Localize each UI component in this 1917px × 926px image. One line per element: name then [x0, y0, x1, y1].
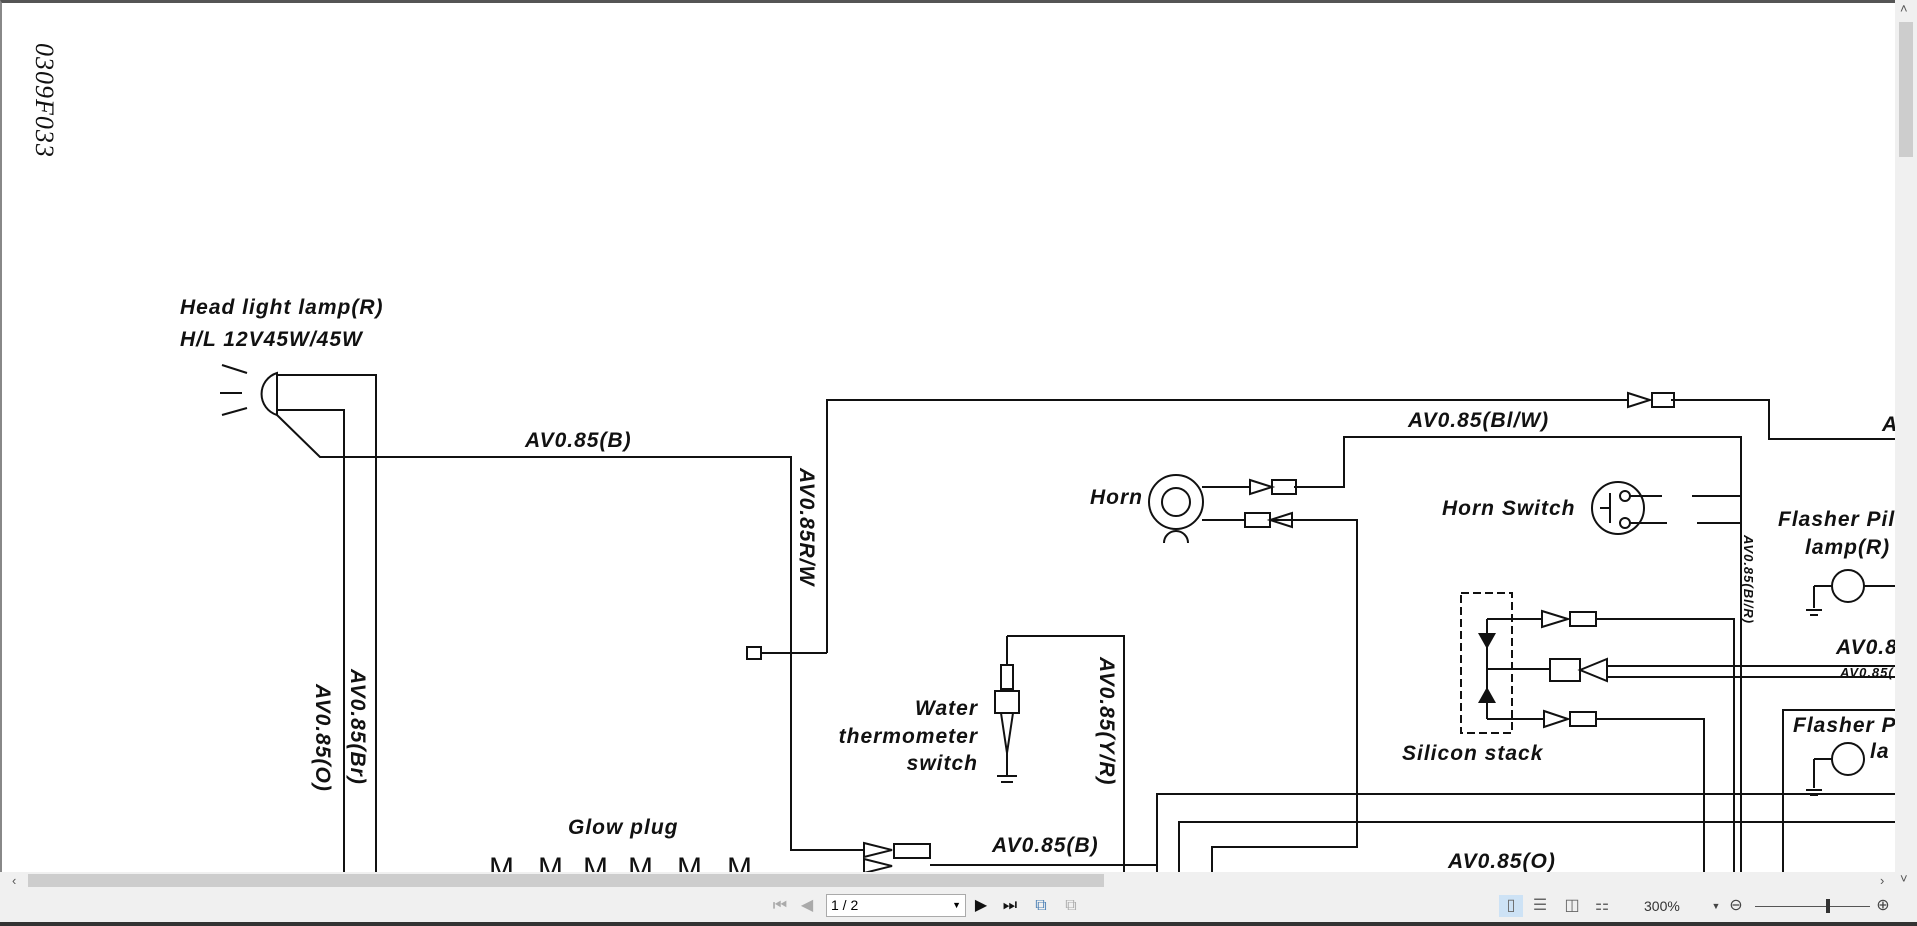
next-page-icon[interactable]: ▶	[974, 897, 988, 914]
zoom-dropdown-icon[interactable]: ▼	[1711, 901, 1721, 911]
page-number-input[interactable]: 1 / 2 ▼	[826, 894, 966, 917]
zoom-out-icon[interactable]: ⊖	[1729, 897, 1743, 914]
wire-label: AV0.85R/W	[795, 467, 818, 587]
horizontal-scroll-thumb[interactable]	[28, 874, 1104, 887]
last-page-icon[interactable]: ⏭	[1002, 897, 1018, 914]
horn-symbol	[1148, 474, 1204, 544]
headlight-spec: H/L 12V45W/45W	[180, 328, 364, 351]
svg-text:M: M	[727, 852, 752, 872]
glow-plug-label: Glow plug	[568, 816, 678, 839]
scroll-up-icon[interactable]: ˄	[1900, 1, 1908, 16]
flasher-lamp-symbol	[1831, 742, 1865, 776]
wire-label: AV0.85(Bl/R)	[1741, 534, 1756, 624]
horizontal-scrollbar[interactable]: ‹ ›	[0, 872, 1895, 889]
vertical-scroll-thumb[interactable]	[1899, 22, 1913, 157]
flasher-left-label: Flasher P	[1793, 714, 1895, 737]
water-switch-label: Water	[915, 697, 979, 720]
chevron-down-icon[interactable]: ▼	[952, 900, 961, 910]
wire-label: AV0.85(O)	[311, 683, 334, 792]
single-page-view-icon[interactable]: ▯	[1499, 895, 1523, 917]
zoom-slider[interactable]	[1755, 906, 1870, 907]
window-bottom-edge	[0, 922, 1917, 926]
horn-switch-symbol	[1591, 481, 1645, 535]
wire-label: A	[1881, 413, 1895, 436]
previous-page-icon[interactable]: ◀	[800, 897, 814, 914]
svg-text:M: M	[677, 852, 702, 872]
wire-label: AV0.85(O)	[1447, 850, 1556, 872]
flasher-right-label: lamp(R)	[1805, 536, 1890, 559]
facing-view-icon[interactable]: ◫	[1564, 897, 1580, 914]
vertical-scrollbar[interactable]: ˄ ˅	[1895, 0, 1917, 889]
svg-text:M: M	[489, 852, 514, 872]
water-switch-label: thermometer	[839, 725, 979, 748]
scroll-left-icon[interactable]: ‹	[12, 873, 17, 888]
flasher-lamp-symbol	[1831, 569, 1865, 603]
svg-text:M: M	[538, 852, 563, 872]
page-number-value: 1 / 2	[831, 897, 859, 913]
wire-label: AV0.85(B)	[524, 429, 632, 452]
previous-view-icon[interactable]: ⧉	[1035, 897, 1047, 914]
headlight-title: Head light lamp(R)	[180, 296, 384, 319]
wire-label: AV0.85(Br)	[346, 668, 369, 785]
horn-switch-label: Horn Switch	[1442, 497, 1576, 520]
wiring-diagram: 0309F033 Head light lamp(R) H/L 12V45W/4…	[30, 43, 1895, 872]
silicon-stack-symbol	[1460, 592, 1550, 734]
wire-label: AV0.85(Y/R)	[1095, 656, 1118, 785]
horn-label: Horn	[1090, 486, 1143, 509]
continuous-view-icon[interactable]: ☰	[1532, 897, 1548, 914]
wire-label: AV0.8	[1835, 636, 1895, 659]
svg-text:M: M	[583, 852, 608, 872]
wire-label: AV0.85(B)	[991, 834, 1099, 857]
zoom-in-icon[interactable]: ⊕	[1876, 897, 1890, 914]
svg-text:M: M	[628, 852, 653, 872]
document-page: 0309F033 Head light lamp(R) H/L 12V45W/4…	[0, 0, 1895, 872]
water-thermometer-switch-symbol	[994, 635, 1125, 872]
first-page-icon[interactable]: ⏮	[772, 897, 788, 914]
scroll-right-icon[interactable]: ›	[1880, 873, 1885, 888]
continuous-facing-view-icon[interactable]: ⚏	[1594, 897, 1610, 914]
flasher-right-label: Flasher Pil	[1778, 508, 1895, 531]
flasher-left-label: la	[1870, 740, 1890, 763]
scroll-down-icon[interactable]: ˅	[1900, 871, 1908, 886]
drawing-number: 0309F033	[30, 43, 59, 158]
navigation-toolbar: ⏮ ◀ 1 / 2 ▼ ▶ ⏭ ⧉ ⧉ ▯ ☰ ◫ ⚏ 300% ▼ ⊖ ⊕	[0, 889, 1917, 922]
zoom-level[interactable]: 300%	[1644, 898, 1680, 914]
zoom-slider-thumb[interactable]	[1826, 899, 1830, 913]
water-switch-label: switch	[907, 752, 978, 775]
wire-label: AV0.85(Bl/W)	[1407, 409, 1549, 432]
silicon-stack-label: Silicon stack	[1402, 742, 1544, 765]
headlight-lamp-symbol	[220, 364, 278, 417]
next-view-icon[interactable]: ⧉	[1065, 897, 1077, 914]
